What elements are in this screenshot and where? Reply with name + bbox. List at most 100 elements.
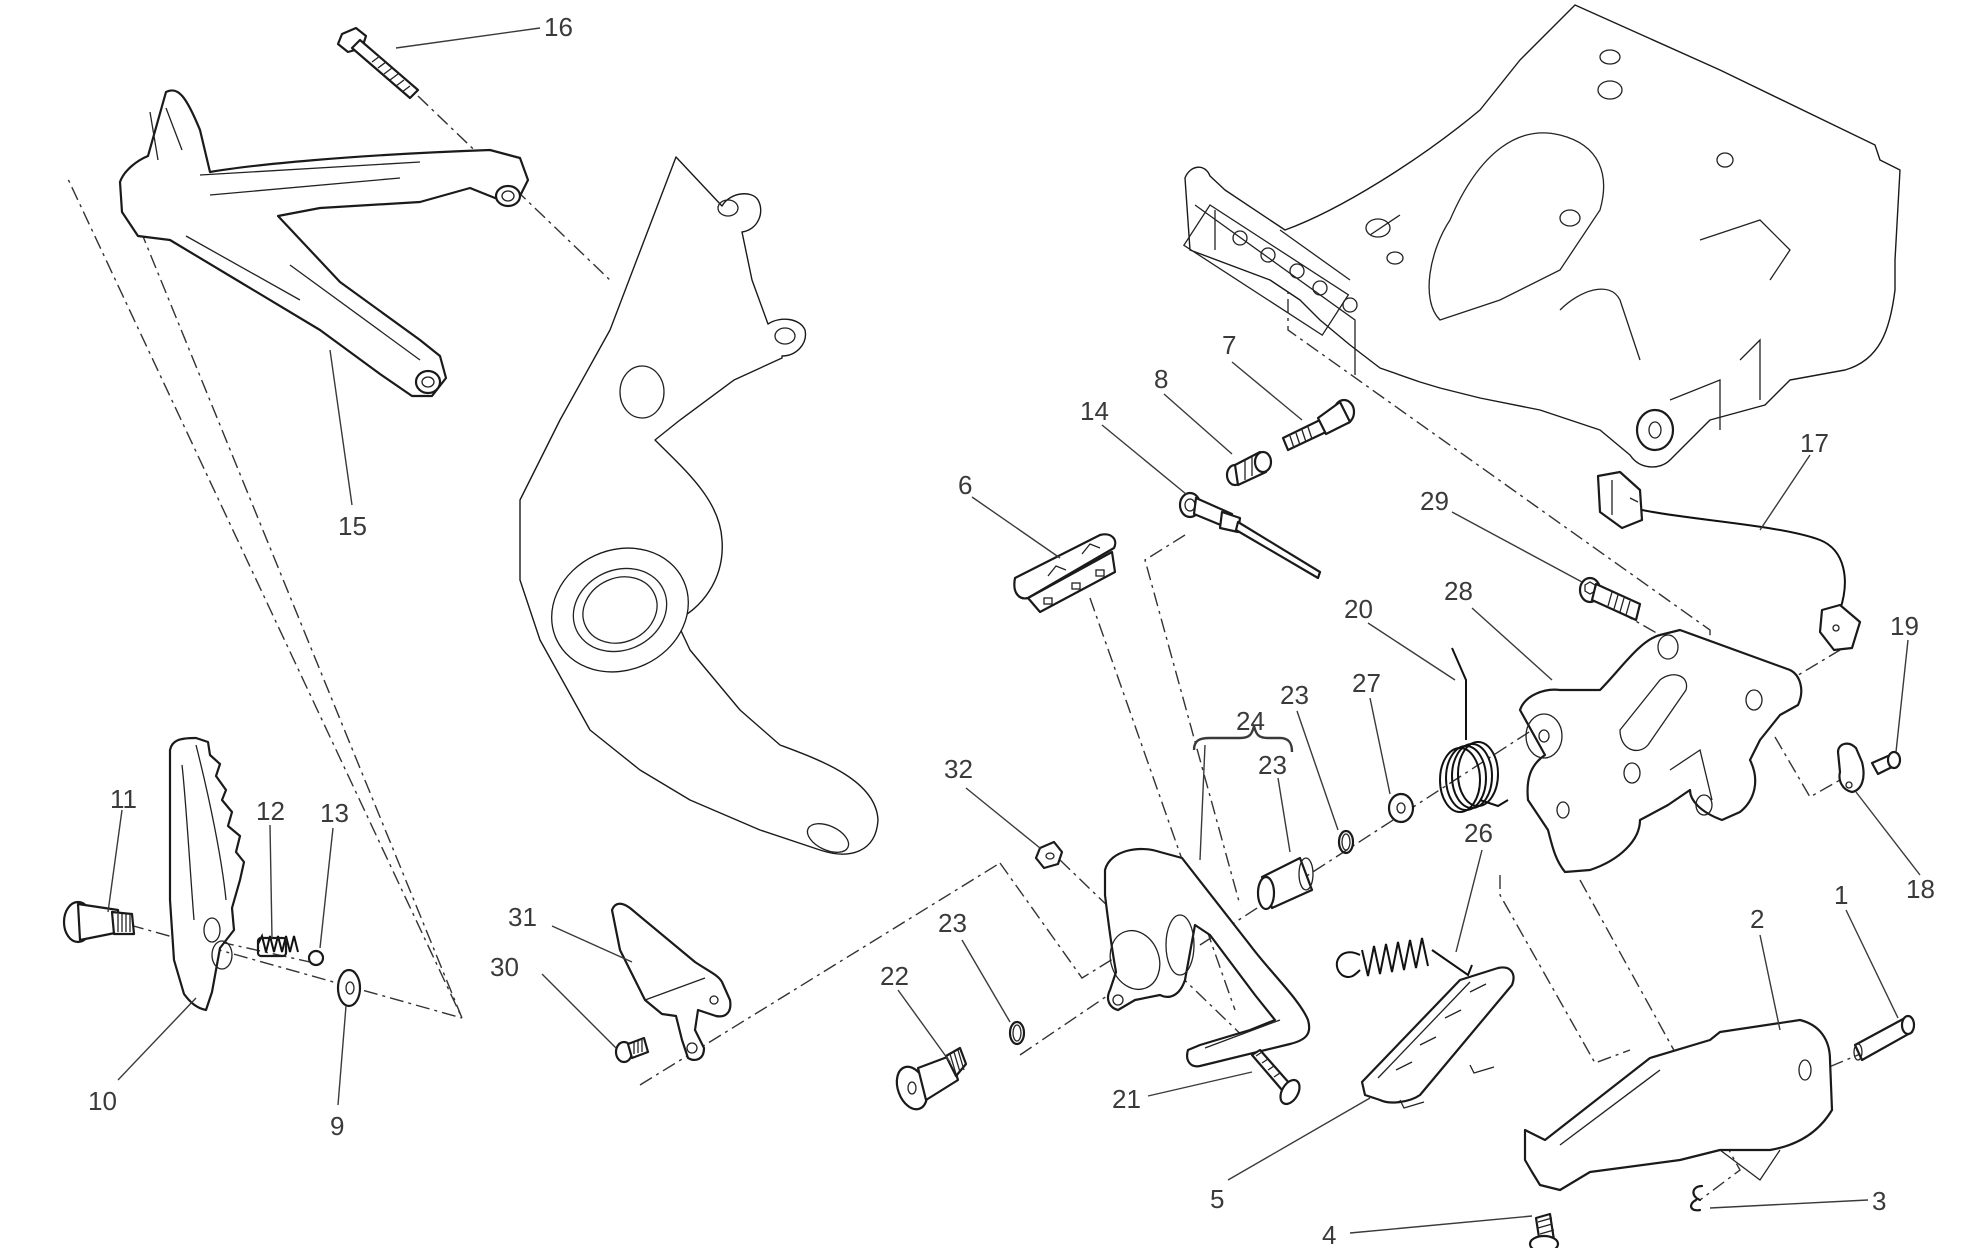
washer-9 [336, 968, 362, 1008]
callout-12: 12 [256, 796, 285, 826]
leader-32 [965, 787, 1041, 849]
leader-17 [1759, 454, 1811, 531]
axis-pushrod [1144, 534, 1241, 906]
passenger-footpeg-hanger-15 [118, 89, 530, 398]
callout-3: 3 [1872, 1186, 1886, 1216]
leader-12 [269, 824, 273, 939]
leader-30 [541, 973, 617, 1049]
ball-13 [307, 949, 325, 967]
screw-4 [1528, 1212, 1560, 1248]
leader-6 [971, 496, 1061, 559]
nut-32 [1034, 840, 1064, 870]
callout-18: 18 [1906, 874, 1935, 904]
axis-pivot-spacer [1199, 711, 1561, 946]
footpeg-2 [1523, 1018, 1834, 1192]
footpeg-pin-11 [62, 900, 136, 944]
clip-18 [1836, 742, 1865, 794]
pin-1 [1853, 1014, 1916, 1062]
callout-14: 14 [1080, 396, 1109, 426]
callout-1: 1 [1834, 880, 1848, 910]
leader-23-lower [961, 939, 1011, 1023]
o-ring-23-upper [1337, 829, 1355, 855]
callout-24: 23 [1258, 750, 1287, 780]
axis-footpeg-box [1499, 875, 1631, 1064]
callout-10: 10 [88, 1086, 117, 1116]
callout-23-upper: 23 [1280, 680, 1309, 710]
o-ring-23-lower [1008, 1020, 1026, 1046]
folding-footpeg-10 [168, 736, 246, 1012]
spring-12 [256, 933, 299, 958]
frame-casting [1182, 4, 1901, 468]
leader-lines [107, 27, 1921, 1234]
leader-13 [319, 827, 334, 949]
callout-13: 13 [320, 798, 349, 828]
brake-light-switch-17 [1596, 470, 1862, 652]
screw-21 [1250, 1048, 1301, 1106]
callout-22: 22 [880, 961, 909, 991]
heel-guard-plate-31 [610, 902, 732, 1061]
callout-5: 5 [1210, 1184, 1224, 1214]
screw-19 [1870, 750, 1902, 776]
leader-14 [1101, 424, 1187, 495]
axis-rubber-6 [1089, 597, 1236, 1011]
leader-31 [551, 925, 633, 963]
axis-frame-to-bracket [1287, 272, 1711, 700]
bolt-16 [336, 26, 420, 100]
master-cylinder-bracket-28 [1518, 628, 1803, 874]
leader-28 [1471, 607, 1553, 681]
leader-9 [337, 1005, 347, 1106]
axis-bracket-clip [1774, 736, 1841, 798]
leader-7 [1231, 361, 1303, 421]
spacer-8 [1225, 450, 1273, 487]
leader-25 [1199, 744, 1206, 861]
callout-9: 9 [330, 1111, 344, 1141]
callout-32: 32 [944, 754, 973, 784]
axis-hanger-triangle [67, 178, 463, 1019]
callout-30: 30 [490, 952, 519, 982]
brake-pedal-25 [1103, 848, 1311, 1068]
axis-heel-plate [639, 862, 1001, 1086]
return-spring-20 [1439, 647, 1509, 813]
pushrod-14 [1178, 491, 1322, 580]
leader-23-upper [1296, 710, 1339, 831]
axis-nut-32 [1059, 859, 1253, 1046]
washer-27 [1387, 792, 1415, 824]
callout-15: 15 [338, 511, 367, 541]
axis-bolt-16 [417, 95, 613, 283]
bolt-29 [1578, 576, 1642, 622]
leader-8 [1163, 393, 1233, 455]
callout-28: 28 [1444, 576, 1473, 606]
leader-24 [1277, 777, 1291, 853]
brace-25 [1192, 725, 1294, 753]
screw-30 [614, 1036, 650, 1064]
rider-footpeg-bracket [519, 156, 879, 855]
leader-2 [1759, 934, 1781, 1031]
circlip-3 [1690, 1184, 1704, 1212]
bush-24 [1256, 856, 1314, 911]
leader-27 [1369, 697, 1391, 795]
callout-7: 7 [1222, 330, 1236, 360]
callout-27: 27 [1352, 668, 1381, 698]
leader-5 [1227, 1097, 1371, 1181]
leader-22 [897, 989, 951, 1063]
bolt-7 [1281, 398, 1356, 452]
callout-4: 4 [1322, 1220, 1336, 1248]
leader-20 [1367, 622, 1456, 681]
leader-10 [117, 997, 197, 1081]
callout-2: 2 [1750, 904, 1764, 934]
leader-4 [1349, 1215, 1533, 1234]
footpeg-rubber-5 [1360, 966, 1515, 1109]
callout-23-lower: 23 [938, 908, 967, 938]
callout-17: 17 [1800, 428, 1829, 458]
callout-labels: 16 15 11 12 13 10 9 31 30 32 23 22 21 6 … [88, 12, 1935, 1248]
rubber-pad-6 [1013, 533, 1117, 614]
callout-20: 20 [1344, 594, 1373, 624]
leader-18 [1855, 791, 1921, 876]
leader-19 [1895, 639, 1909, 753]
axis-footpeg-clip [1579, 879, 1741, 1201]
leader-26 [1455, 849, 1483, 953]
callout-25: 24 [1236, 706, 1265, 736]
leader-29 [1451, 511, 1583, 583]
callout-31: 31 [508, 902, 537, 932]
